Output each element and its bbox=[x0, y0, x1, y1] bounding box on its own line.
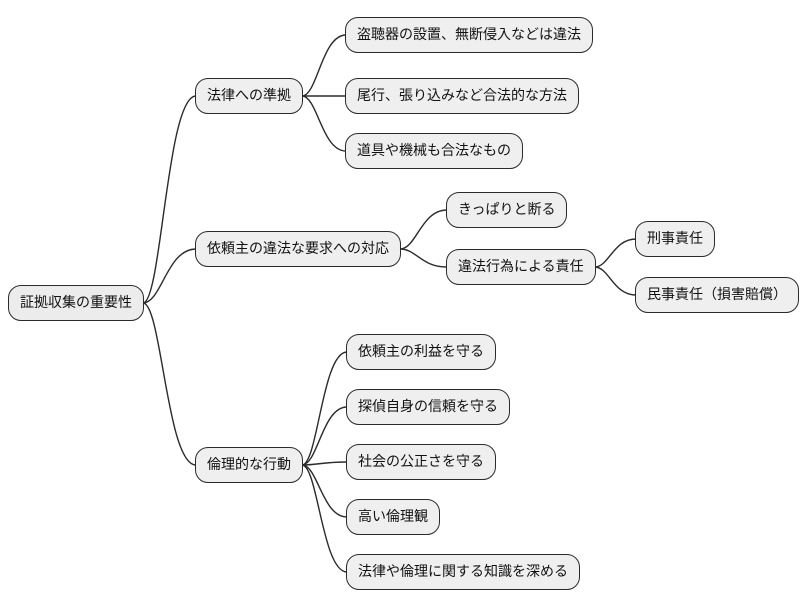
node-criminal-liability: 刑事責任 bbox=[635, 221, 715, 257]
node-deepen-legal-ethical-knowledge: 法律や倫理に関する知識を深める bbox=[346, 554, 580, 590]
node-ethical-conduct: 倫理的な行動 bbox=[195, 447, 303, 483]
node-responding-illegal-requests: 依頼主の違法な要求への対応 bbox=[195, 231, 401, 267]
node-legal-compliance: 法律への準拠 bbox=[195, 78, 303, 114]
node-protect-detective-trust: 探偵自身の信頼を守る bbox=[346, 389, 510, 425]
node-high-ethical-standards: 高い倫理観 bbox=[346, 499, 440, 535]
node-protect-social-fairness: 社会の公正さを守る bbox=[346, 444, 496, 480]
node-evidence-collection-importance: 証拠収集の重要性 bbox=[8, 285, 144, 321]
node-illegal-wiretapping-trespass: 盗聴器の設置、無断侵入などは違法 bbox=[345, 17, 593, 53]
node-legal-methods-tailing-stakeout: 尾行、張り込みなど合法的な方法 bbox=[345, 78, 579, 114]
node-civil-liability-damages: 民事責任（損害賠償） bbox=[635, 277, 799, 313]
node-liability-for-illegal-acts: 違法行為による責任 bbox=[446, 249, 596, 285]
node-refuse-firmly: きっぱりと断る bbox=[446, 192, 568, 228]
node-protect-client-interests: 依頼主の利益を守る bbox=[346, 334, 496, 370]
node-legal-tools-equipment: 道具や機械も合法なもの bbox=[345, 133, 523, 169]
